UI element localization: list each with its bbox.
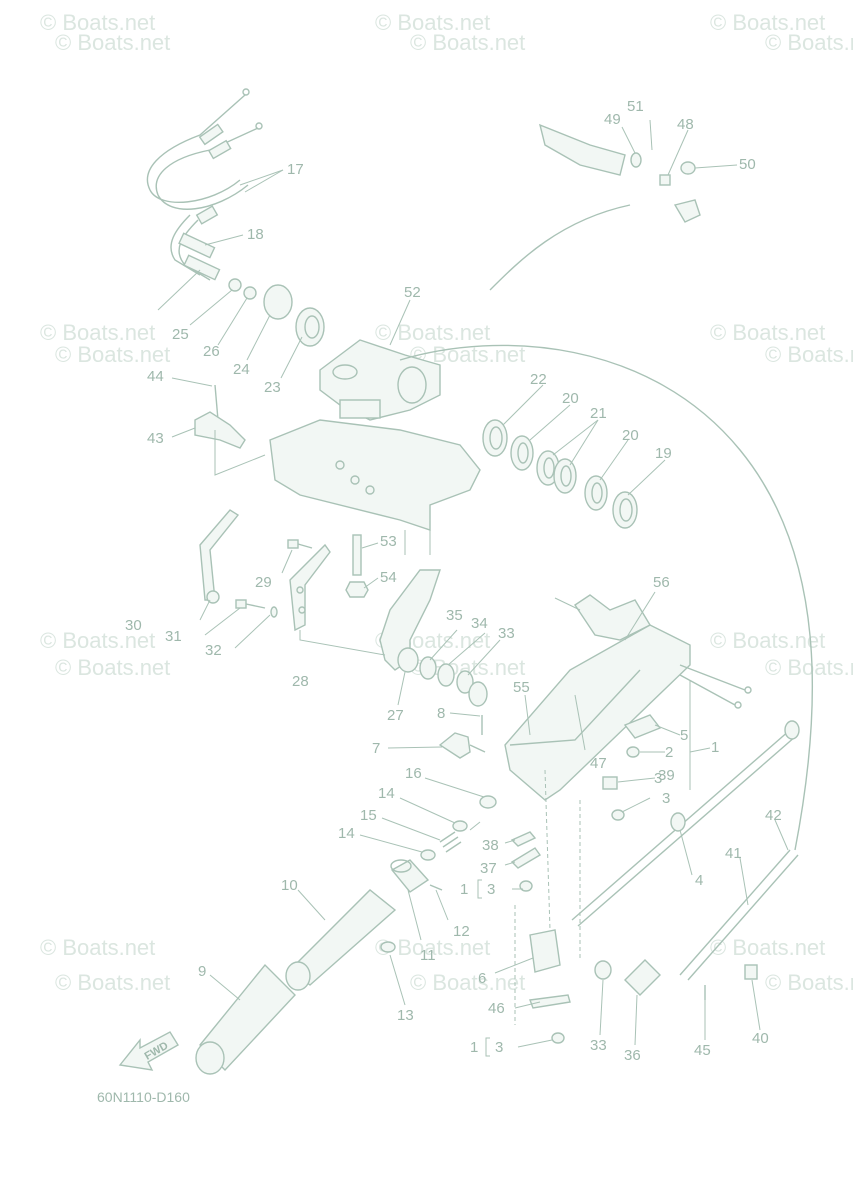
callout-label: 13 [397,1007,414,1024]
watermark: © Boats.net [40,320,155,345]
watermark: © Boats.net [40,628,155,653]
watermark: © Boats.net [710,628,825,653]
callout-label: 8 [437,705,445,722]
callout-label: 46 [488,1000,505,1017]
fwd-label: FWD [143,1040,171,1063]
callout-label: 40 [752,1030,769,1047]
leader-lines [157,119,789,1057]
callout-label: 19 [655,445,672,462]
callout-label: 33 [498,625,515,642]
callout-label: 30 [125,617,142,634]
callout-label: 28 [292,673,309,690]
callout-label: 43 [147,430,164,447]
callout-label: 32 [205,642,222,659]
callout-label: 44 [147,368,164,385]
callout-label: 52 [404,284,421,301]
callout-label: 25 [172,326,189,343]
callout-label: 1 [711,739,719,756]
callout-label: 16 [405,765,422,782]
callout-label: 23 [264,379,281,396]
callout-label: 54 [380,569,397,586]
callout-label: 34 [471,615,488,632]
callout-label: 17 [287,161,304,178]
watermark: © Boats.net [765,970,853,995]
callout-label: 56 [653,574,670,591]
watermark: © Boats.net [765,655,853,680]
callout-label: 39 [658,767,675,784]
callout-label: 27 [387,707,404,724]
callout-label: 15 [360,807,377,824]
callout-label: 7 [372,740,380,757]
callout-label: 3 [662,790,670,807]
callout-label: 37 [480,860,497,877]
callout-label: 11 [420,947,436,964]
callout-label: 29 [255,574,272,591]
bracket-ref-label: 3 [487,881,495,898]
callout-label: 20 [562,390,579,407]
callout-label: 31 [165,628,182,645]
bracket-qty-label: 1 [470,1039,478,1056]
callout-label: 48 [677,116,694,133]
watermark: © Boats.net [710,320,825,345]
watermark: © Boats.net [55,655,170,680]
callout-label: 41 [725,845,742,862]
watermark: © Boats.net [40,935,155,960]
callout-label: 26 [203,343,220,360]
callout-label: 21 [590,405,607,422]
watermark: © Boats.net [410,970,525,995]
callout-label: 38 [482,837,499,854]
watermark: © Boats.net [410,30,525,55]
watermark: © Boats.net [765,30,853,55]
callout-label: 6 [478,970,486,987]
watermark: © Boats.net [375,10,490,35]
callout-label: 35 [446,607,463,624]
callout-labels: 1 2 3 3 4 5 6 7 8 9 10 11 12 13 14 14 15… [125,98,782,1064]
callout-label: 14 [338,825,355,842]
diagram-code: 60N1110-D160 [97,1089,190,1105]
watermark: © Boats.net [710,10,825,35]
bracket-qty-label: 1 [460,881,468,898]
callout-label: 18 [247,226,264,243]
callout-label: 14 [378,785,395,802]
callout-label: 4 [695,872,703,889]
callout-label: 53 [380,533,397,550]
callout-label: 49 [604,111,621,128]
watermark: © Boats.net [40,10,155,35]
callout-label: 45 [694,1042,711,1059]
callout-label: 5 [680,727,688,744]
watermark: © Boats.net [55,342,170,367]
bracket-ref-label: 3 [495,1039,503,1056]
callout-label: 51 [627,98,644,115]
callout-label: 2 [665,744,673,761]
callout-label: 22 [530,371,547,388]
callout-label: 9 [198,963,206,980]
callout-label: 24 [233,361,250,378]
callout-label: 33 [590,1037,607,1054]
watermark: © Boats.net [710,935,825,960]
watermark: © Boats.net [55,30,170,55]
callout-label: 36 [624,1047,641,1064]
callout-label: 50 [739,156,756,173]
watermark: © Boats.net [375,320,490,345]
callout-label: 12 [453,923,470,940]
callout-label: 47 [590,755,607,772]
watermark: © Boats.net [55,970,170,995]
callout-label: 3 [654,770,662,787]
callout-label: 55 [513,679,530,696]
callout-label: 10 [281,877,298,894]
watermark: © Boats.net [765,342,853,367]
callout-label: 20 [622,427,639,444]
callout-label: 42 [765,807,782,824]
